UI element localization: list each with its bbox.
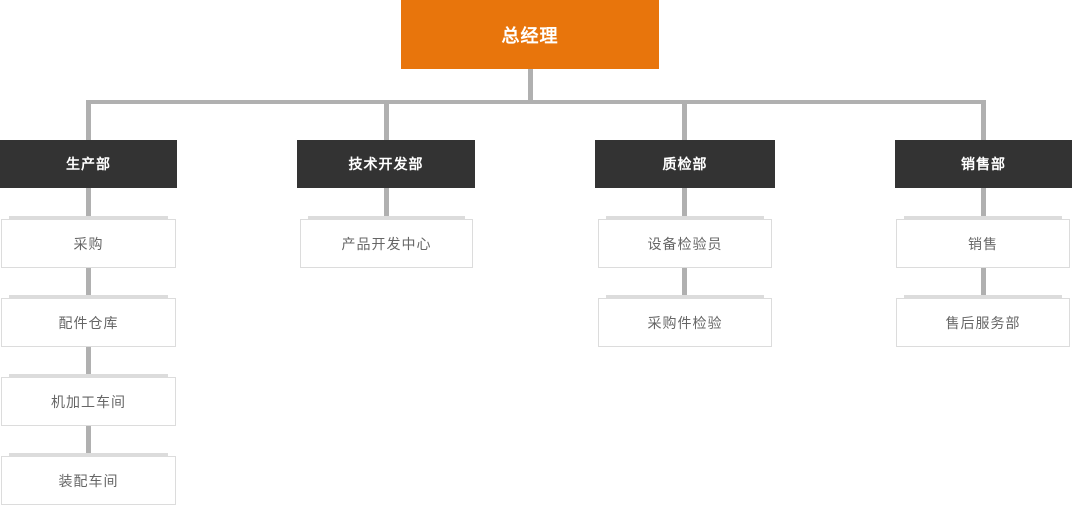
org-node-purchased-parts-inspection[interactable]: 采购件检验 — [598, 295, 772, 347]
connector-drop-tech — [384, 100, 389, 140]
org-node-product-dev-center[interactable]: 产品开发中心 — [300, 216, 473, 268]
org-node-machining-workshop[interactable]: 机加工车间 — [1, 374, 176, 426]
org-node-tech-dev-dept[interactable]: 技术开发部 — [297, 140, 475, 188]
org-node-sales-dept[interactable]: 销售部 — [895, 140, 1072, 188]
org-node-assembly-workshop[interactable]: 装配车间 — [1, 453, 176, 505]
org-node-production-dept[interactable]: 生产部 — [0, 140, 177, 188]
org-node-general-manager[interactable]: 总经理 — [401, 0, 659, 69]
connector-spine-tech — [384, 188, 389, 221]
connector-drop-sales — [981, 100, 986, 140]
org-node-purchasing[interactable]: 采购 — [1, 216, 176, 268]
org-node-after-sales-service[interactable]: 售后服务部 — [896, 295, 1070, 347]
org-node-parts-warehouse[interactable]: 配件仓库 — [1, 295, 176, 347]
org-node-quality-dept[interactable]: 质检部 — [595, 140, 775, 188]
connector-root-stub — [528, 69, 533, 104]
org-node-equipment-inspector[interactable]: 设备检验员 — [598, 216, 772, 268]
org-node-sales[interactable]: 销售 — [896, 216, 1070, 268]
connector-drop-production — [86, 100, 91, 140]
connector-drop-quality — [682, 100, 687, 140]
connector-horizontal-rail — [86, 100, 986, 104]
